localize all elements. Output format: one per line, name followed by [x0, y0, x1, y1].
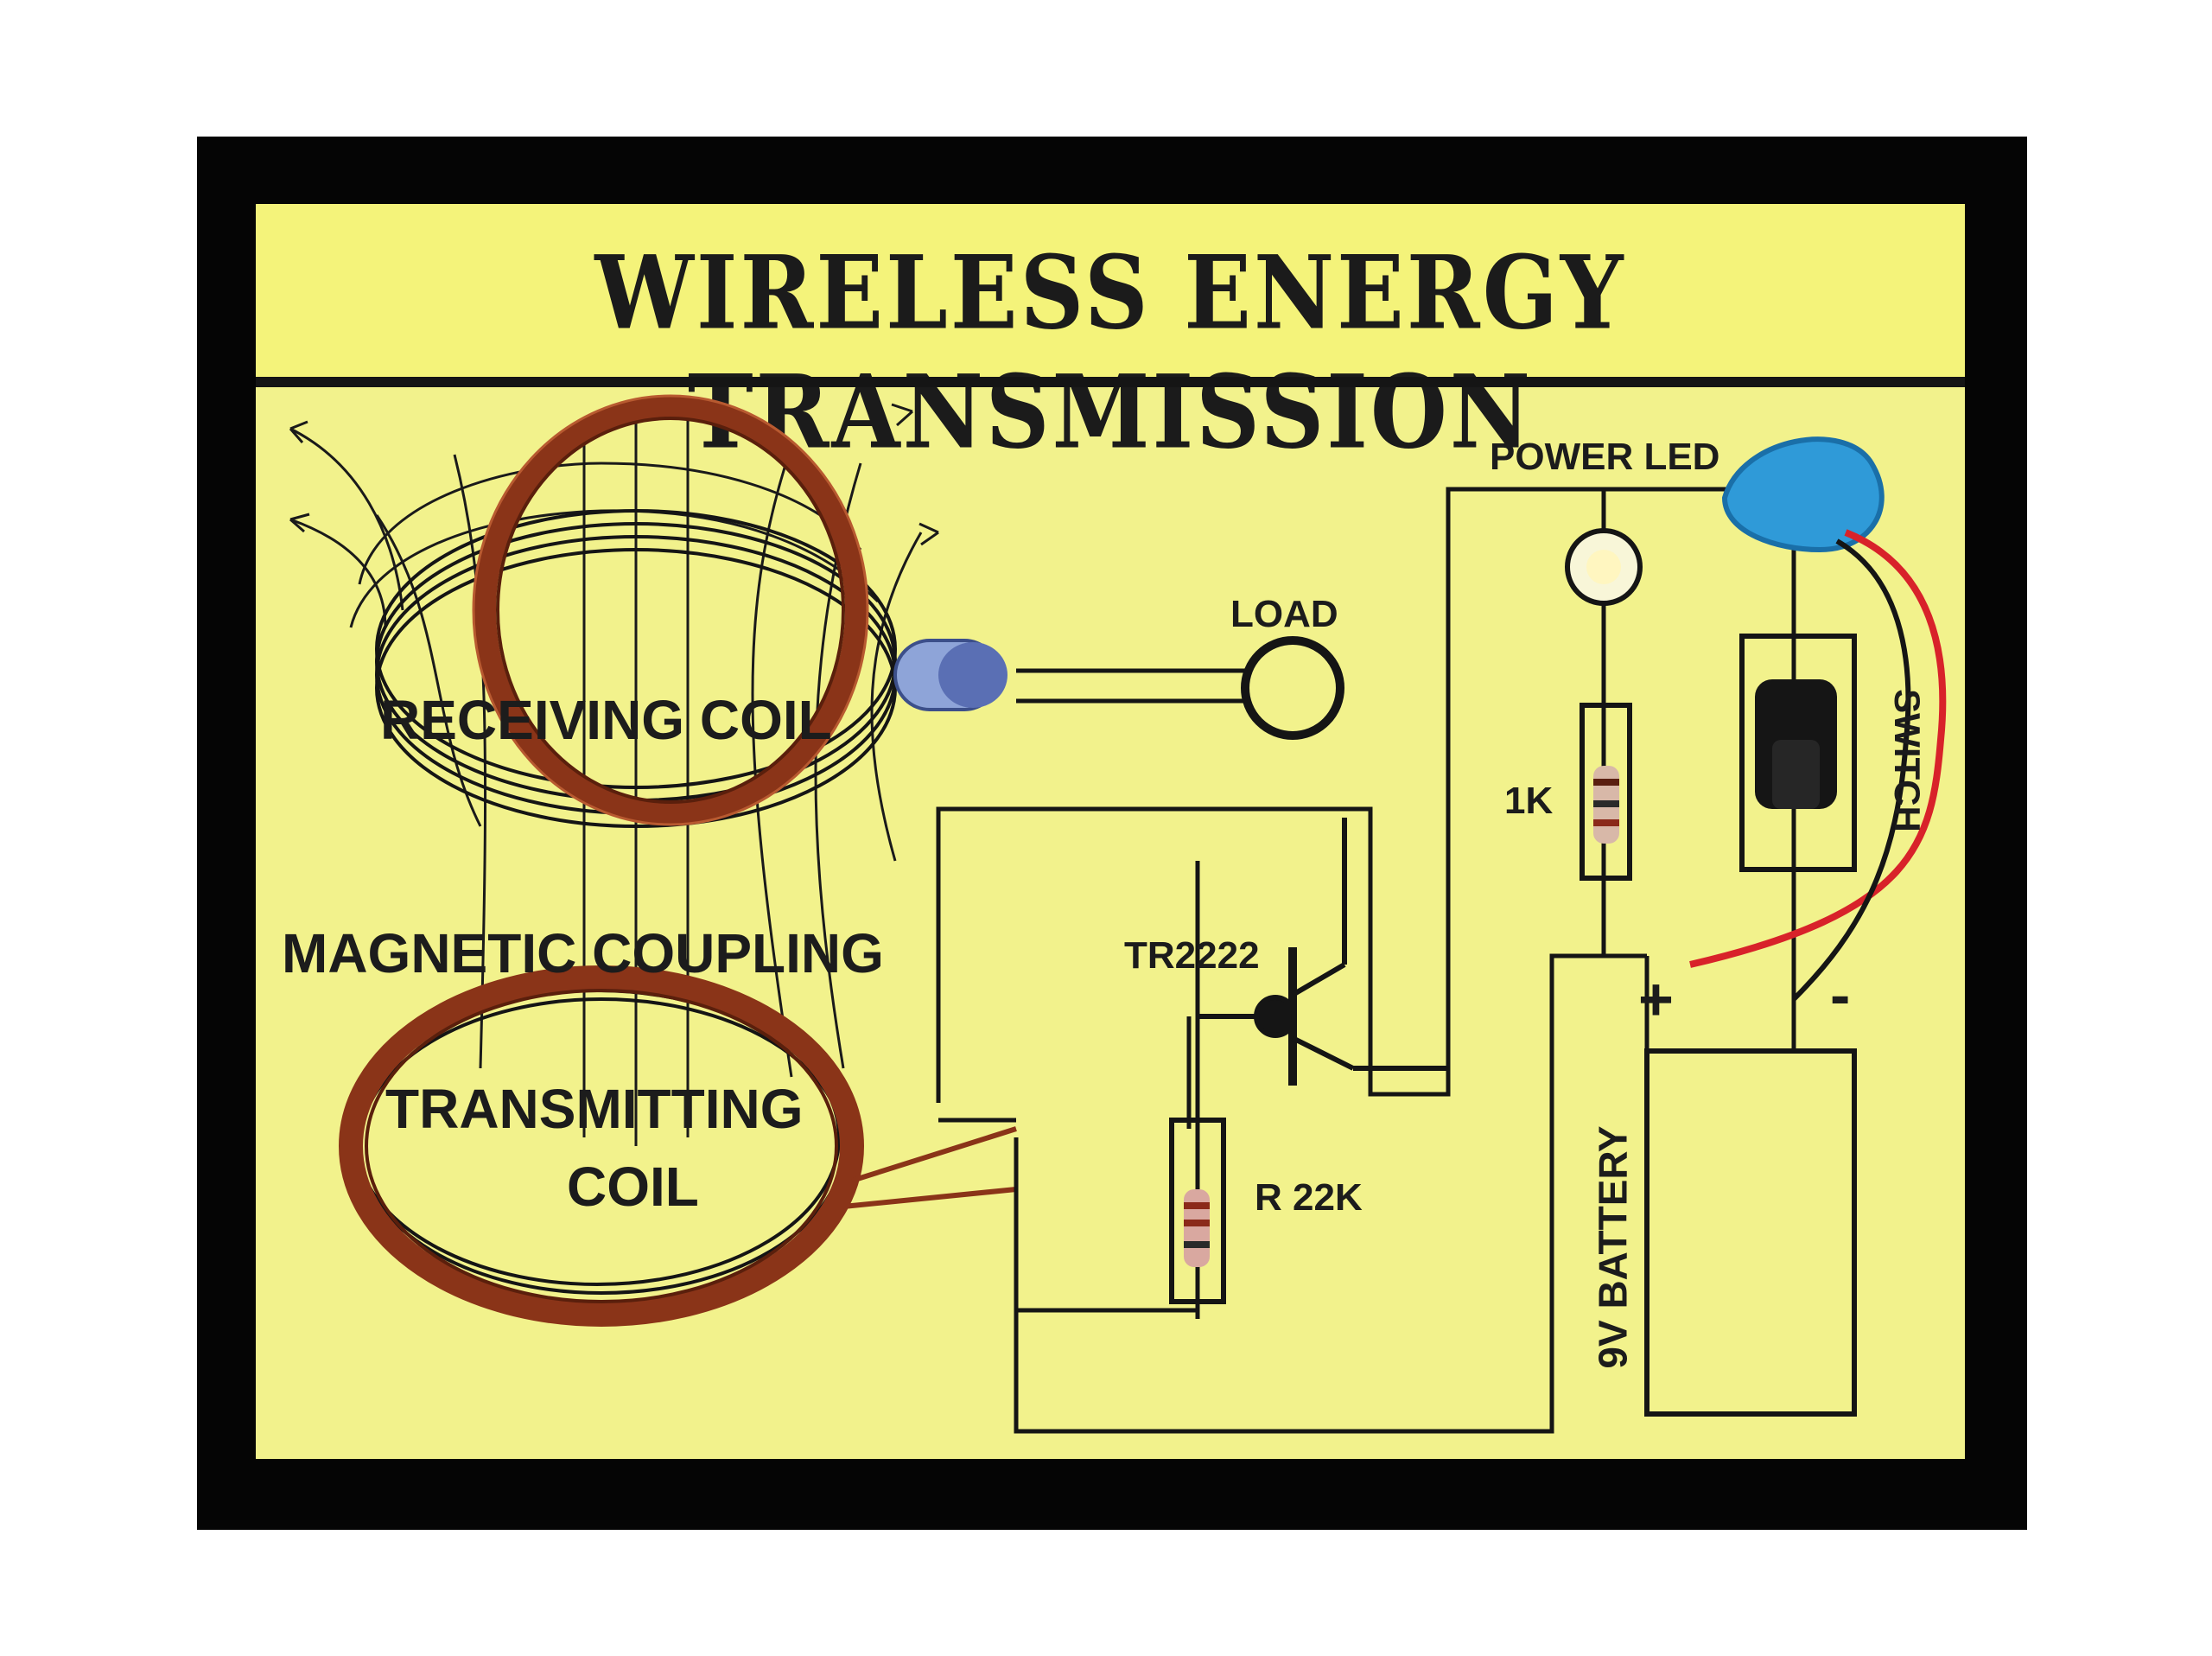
- resistor-22k: [1169, 1118, 1226, 1304]
- battery-box: [1644, 1048, 1857, 1417]
- resistor-1k: [1580, 703, 1632, 881]
- load-label: LOAD: [1230, 593, 1338, 635]
- resistor-1k-label: 1K: [1504, 780, 1554, 822]
- receiving-coil-label: RECEIVING COIL: [380, 689, 832, 751]
- circuit-board: WIRELESS ENERGY TRANSMISSION: [256, 204, 1965, 1459]
- power-led: [1565, 528, 1643, 606]
- load-led: [893, 639, 1007, 711]
- transmitting-coil-label-line2: COIL: [567, 1156, 699, 1218]
- battery-plus-label: +: [1638, 965, 1674, 1033]
- push-switch: [1739, 634, 1857, 872]
- circuit-diagram: [289, 394, 1947, 1434]
- power-led-label: POWER LED: [1490, 436, 1720, 478]
- title-divider: [256, 377, 1965, 387]
- receiving-coil-wire: [472, 394, 869, 826]
- battery-label: 9V BATTERY: [1590, 1125, 1636, 1369]
- resistor-22k-label: R 22K: [1255, 1176, 1363, 1219]
- transmitting-coil-wire: [339, 965, 1017, 1327]
- magnetic-coupling-label: MAGNETIC COUPLING: [282, 922, 884, 984]
- load-symbol: [1016, 636, 1344, 740]
- switch-label: SWITCH: [1886, 689, 1928, 832]
- battery-minus-label: -: [1830, 961, 1851, 1029]
- transistor-label: TR2222: [1124, 934, 1260, 977]
- board-title: WIRELESS ENERGY TRANSMISSION: [594, 233, 1626, 472]
- title-banner: WIRELESS ENERGY TRANSMISSION: [256, 204, 1965, 472]
- battery-clip: [1689, 436, 1947, 1002]
- transistor-symbol: [1198, 818, 1448, 1086]
- transmitting-coil-label-line1: TRANSMITTING: [385, 1078, 804, 1140]
